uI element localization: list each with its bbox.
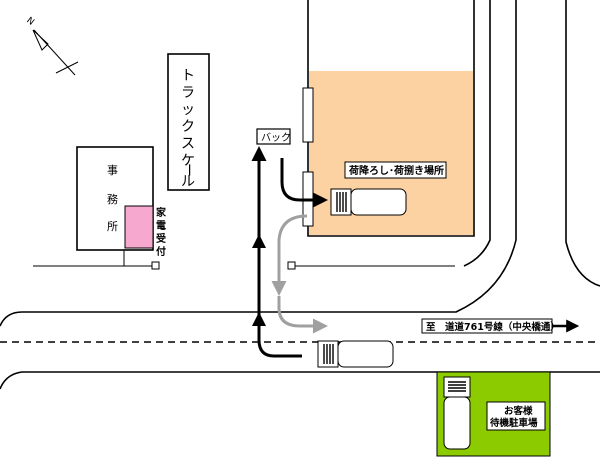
road-edge-south [0,371,600,390]
compass-arrowhead [32,29,49,51]
compass-tick [55,61,79,74]
black-route-chevron-lower [252,312,266,326]
truck-scale-box [167,53,210,191]
waiting-parking-label-box [486,401,546,431]
truck-parked [443,376,471,450]
unloading-label-box [344,161,447,179]
route-label: 至 道道761号線（中央橋通） [426,321,560,333]
road-edge-east [565,0,600,287]
truck-scale-char-8: ル [181,174,195,190]
truck-street-cab [337,340,394,368]
truck-scale-label: ト ラ ッ ク ス ケ ー ル [180,68,196,190]
back-label-box [256,128,291,145]
truck-scale-char-2: ラ [181,85,195,101]
truck-scale-char-7: ー [180,163,196,177]
reception-char-2: 電 [156,220,166,232]
back-in-arrow [280,158,328,208]
reception-char-3: 受 [156,232,166,245]
fence-post-left [151,261,160,270]
truck-parked-bed [443,376,471,398]
reception-char-1: 家 [156,206,167,219]
truck-street-bed [317,340,339,368]
truck-scale-char-6: ケ [181,153,195,169]
reception-char-4: 付 [156,245,166,258]
gray-exit-arrow-right [277,296,328,334]
truck-unloading-cab [350,188,407,216]
driveway-edge-inner [463,0,491,267]
compass-label: N [24,16,35,28]
truck-unloading [330,188,407,216]
truck-parked-cab [443,396,471,450]
truck-street [317,340,394,368]
truck-scale-char-3: ッ [181,102,195,118]
office-char-1: 事 [107,164,118,177]
truck-scale-char-4: ク [181,119,195,135]
black-route-chevron-upper [252,234,266,248]
office-char-3: 所 [107,220,118,233]
appliance-reception-label: 家 電 受 付 [156,206,167,258]
office-label: 事 務 所 [107,164,118,233]
waiting-parking-label-2: 待機駐車場 [490,417,538,429]
truck-scale-char-5: ス [181,136,195,152]
truck-unloading-bed [330,188,352,216]
truck-scale-char-1: ト [181,68,195,84]
gray-exit-arrow-down [271,214,308,296]
black-route-arrow [251,146,302,358]
road-edge-north [0,0,517,327]
appliance-reception-box [124,205,154,249]
waiting-parking-label-1: お客様 [504,405,533,417]
compass: N [24,16,79,76]
warehouse-door-upper [302,87,314,143]
office-char-2: 務 [107,192,118,206]
unloading-label: 荷降ろし･荷捌き場所 [348,164,444,177]
fence-post-right [287,261,296,270]
back-label: バック [261,132,291,144]
